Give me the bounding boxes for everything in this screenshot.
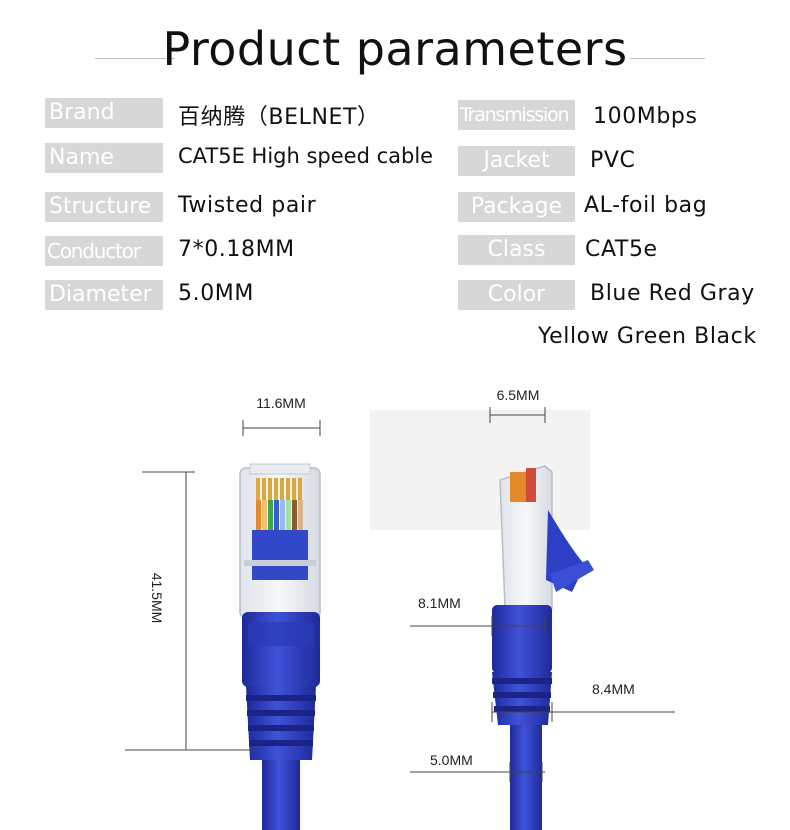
title-rule-right [630,58,705,59]
spec-label-name: Name [45,143,163,173]
coloured-wires [256,500,303,530]
dim-length [125,471,258,751]
spec-value-diameter: 5.0MM [178,281,254,306]
title-rule-left [95,58,175,59]
spec-value-brand: 百纳腾（BELNET） [178,105,380,130]
spec-label-conductor: Conductor [45,236,163,266]
dim-label-boot-max: 8.4MM [592,681,635,697]
spec-label-color: Color [458,280,575,310]
spec-value-package: AL-foil bag [584,193,708,218]
spec-value-conductor: 7*0.18MM [178,237,295,262]
spec-value-structure: Twisted pair [178,193,317,218]
spec-label-diameter: Diameter [45,280,163,310]
dim-boot-max [491,702,675,722]
dim-label-length: 41.5MM [149,573,165,624]
dim-cable-diameter [410,762,545,782]
connector-dimension-diagram: 11.6MM 41.5MM 6.5MM 8.1MM [125,387,675,830]
spec-label-structure: Structure [45,192,163,222]
spec-value-color-line2: Yellow Green Black [538,324,757,349]
dim-label-cable-diameter: 5.0MM [430,752,473,768]
dim-label-front-width: 11.6MM [256,395,306,411]
page-title: Product parameters [162,22,628,76]
spec-value-class: CAT5e [585,237,658,262]
dim-side-width [489,407,546,423]
dim-label-boot-width: 8.1MM [418,595,461,611]
spec-label-transmission: Transmission [458,100,575,130]
spec-value-transmission: 100Mbps [593,104,698,129]
spec-value-name: CAT5E High speed cable [178,144,434,168]
front-connector [239,463,321,830]
spec-value-jacket: PVC [590,148,636,173]
dim-boot-width [410,616,546,636]
spec-label-brand: Brand [45,98,163,128]
dim-front-width [242,420,321,436]
spec-value-color: Blue Red Gray [590,281,755,306]
background-watermark [370,410,590,530]
spec-label-jacket: Jacket [458,146,575,176]
side-connector [492,465,594,830]
dim-label-side-width: 6.5MM [497,387,540,403]
spec-label-package: Package [458,192,575,222]
spec-label-class: Class [458,235,575,265]
gold-pins [256,478,302,500]
